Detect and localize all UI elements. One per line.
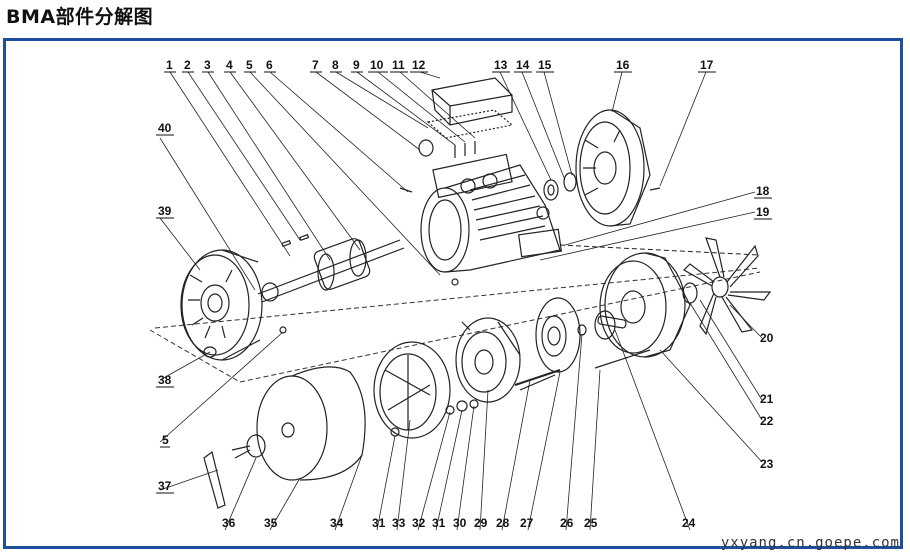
- label-31-a: 31: [432, 516, 446, 530]
- brake-housing: [594, 252, 691, 369]
- label-11: 11: [392, 58, 405, 72]
- label-39: 39: [158, 204, 172, 218]
- label-32: 32: [412, 516, 426, 530]
- brake-plate: [455, 317, 556, 403]
- label-14: 14: [516, 58, 530, 72]
- label-5: 5: [246, 58, 253, 72]
- label-23: 23: [760, 457, 774, 471]
- label-19: 19: [756, 205, 770, 219]
- label-22: 22: [760, 414, 774, 428]
- label-18: 18: [756, 184, 770, 198]
- label-2: 2: [184, 58, 191, 72]
- label-17: 17: [700, 58, 714, 72]
- label-3: 3: [204, 58, 211, 72]
- bearings-right: [543, 172, 577, 201]
- label-20: 20: [760, 331, 774, 345]
- label-29: 29: [474, 516, 488, 530]
- label-underlines: [156, 71, 772, 494]
- label-35: 35: [264, 516, 278, 530]
- label-31-b: 31: [372, 516, 386, 530]
- label-7: 7: [312, 58, 319, 72]
- label-6: 6: [266, 58, 273, 72]
- label-5-b: 5: [162, 433, 169, 447]
- label-4: 4: [226, 58, 233, 72]
- label-8: 8: [332, 58, 339, 72]
- label-40: 40: [158, 121, 172, 135]
- label-36: 36: [222, 516, 236, 530]
- label-13: 13: [494, 58, 508, 72]
- fan-plate: [373, 341, 451, 439]
- diagram-frame: [3, 38, 903, 549]
- leader-lines: [159, 71, 763, 531]
- terminal-box: [418, 77, 514, 158]
- label-16: 16: [616, 58, 630, 72]
- label-21: 21: [760, 392, 774, 406]
- label-25: 25: [584, 516, 598, 530]
- manual-release: [203, 434, 266, 509]
- end-shield-left: [180, 249, 263, 361]
- label-38: 38: [158, 373, 172, 387]
- label-15: 15: [538, 58, 552, 72]
- label-1: 1: [166, 58, 173, 72]
- rotor: [257, 233, 405, 303]
- label-26: 26: [560, 516, 574, 530]
- end-shield-right: [575, 109, 651, 227]
- label-37: 37: [158, 479, 172, 493]
- label-34: 34: [330, 516, 344, 530]
- label-24: 24: [682, 516, 696, 530]
- motor-housing: [420, 153, 563, 273]
- brake-disc: [535, 297, 587, 373]
- fan: [682, 237, 772, 336]
- fan-cover: [256, 366, 366, 481]
- label-12: 12: [412, 58, 426, 72]
- watermark: yxyang.cn.goepe.com: [720, 535, 900, 551]
- label-28: 28: [496, 516, 510, 530]
- label-33: 33: [392, 516, 406, 530]
- axis-line-upper: [559, 244, 761, 256]
- label-9: 9: [353, 58, 360, 72]
- diagram-title: BMA部件分解图: [6, 6, 154, 28]
- label-30: 30: [453, 516, 467, 530]
- label-10: 10: [370, 58, 384, 72]
- label-27: 27: [520, 516, 534, 530]
